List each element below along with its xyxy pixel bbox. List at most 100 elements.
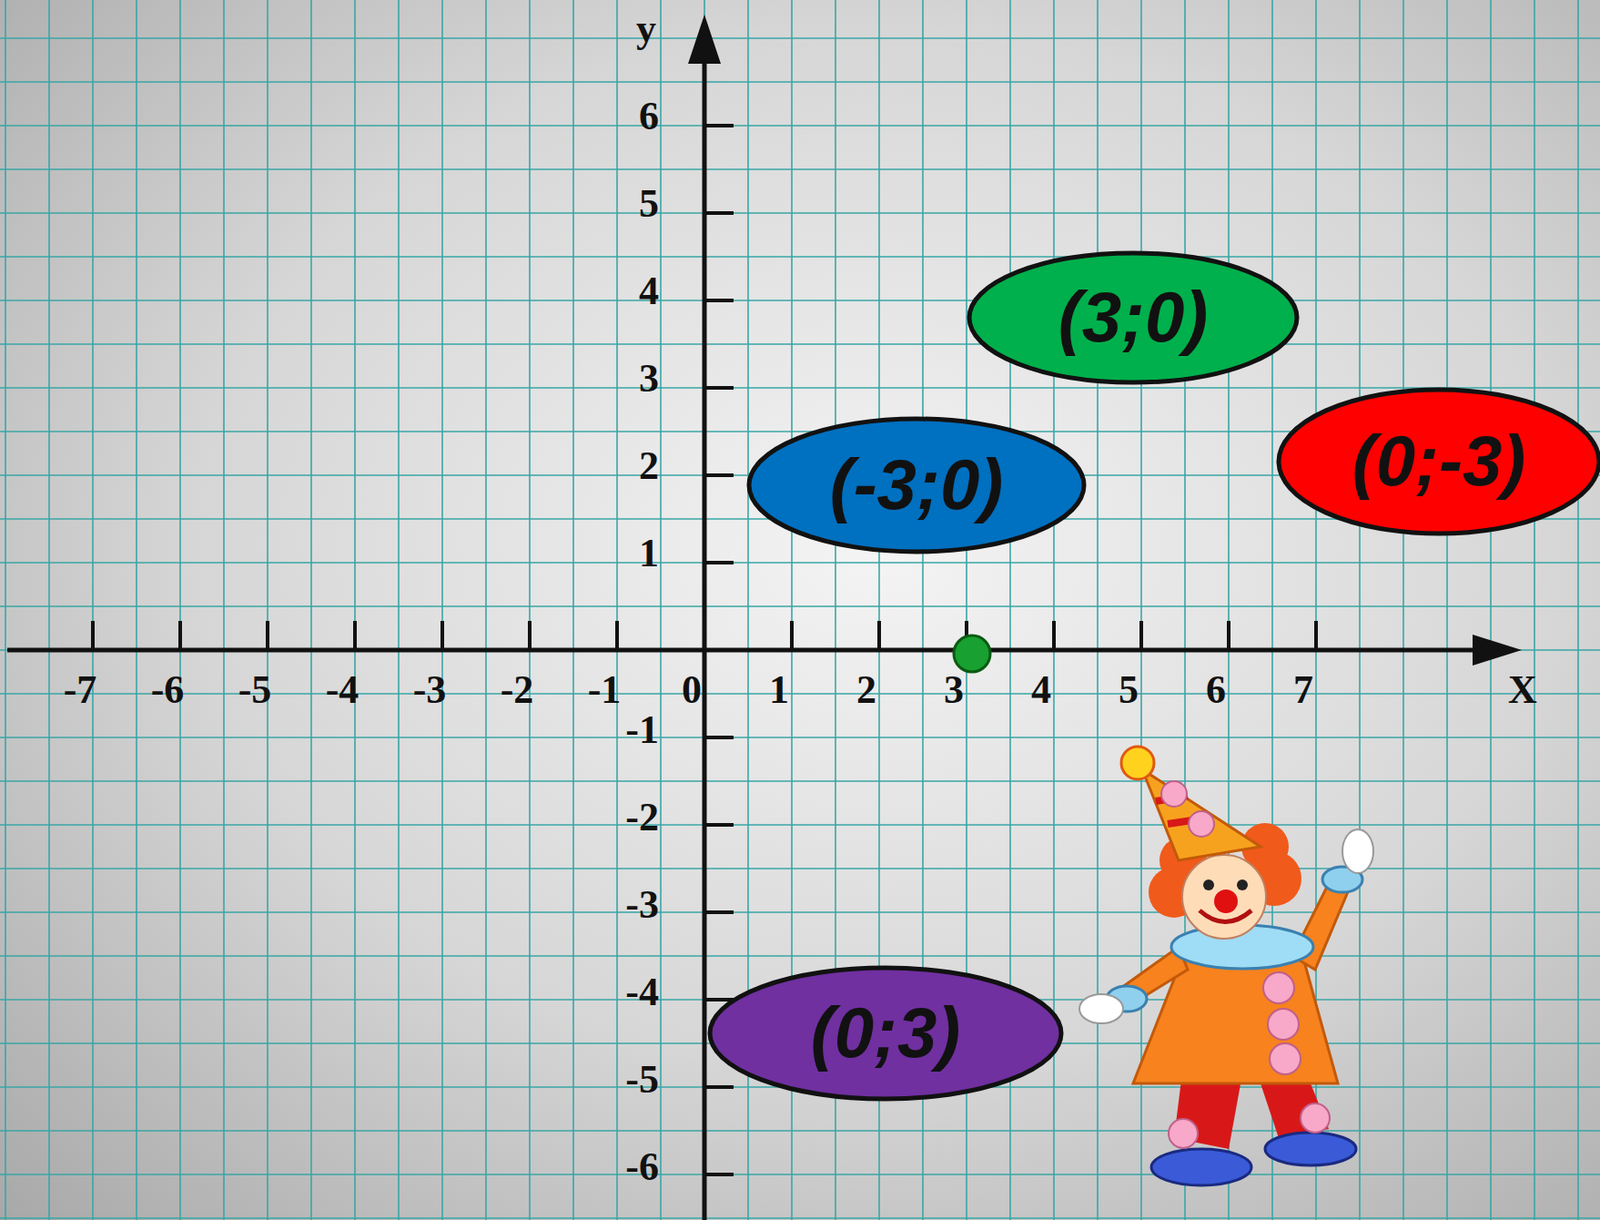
axis-number: 4 <box>638 271 659 312</box>
axis-arrowhead <box>688 14 721 64</box>
clown-part <box>1168 1118 1198 1148</box>
axis-line <box>7 648 1493 653</box>
axis-number: -4 <box>625 972 659 1013</box>
axis-tick <box>704 1084 734 1089</box>
clown-illustration <box>1079 746 1374 1185</box>
grid-line <box>1358 0 1361 1220</box>
axis-tick <box>527 620 532 650</box>
axis-number: -5 <box>625 1059 659 1100</box>
grid-line <box>1446 0 1449 1220</box>
clown-part <box>1142 769 1261 861</box>
coordinate-text: (-3;0) <box>830 445 1004 525</box>
axis-tick <box>704 473 734 477</box>
grid-line <box>0 1216 1600 1219</box>
grid-line <box>0 779 1600 782</box>
clown-part <box>1342 829 1374 873</box>
axis-number: 1 <box>769 669 790 710</box>
axis-number: -3 <box>625 884 659 925</box>
grid-line <box>1489 0 1492 1220</box>
axis-number: 5 <box>638 183 659 224</box>
axis-name: X <box>1508 669 1538 710</box>
coordinate-text: (0;3) <box>810 993 962 1073</box>
clown-part <box>1121 746 1155 780</box>
grid-line <box>310 0 313 1220</box>
grid-line <box>222 0 225 1220</box>
axis-number: 0 <box>681 669 702 710</box>
grid-line <box>659 0 662 1220</box>
axis-number: 2 <box>638 445 659 487</box>
axis-tick <box>789 620 794 650</box>
oval-outline <box>749 418 1084 552</box>
grid-line <box>1577 0 1580 1220</box>
clown-part <box>1236 879 1248 891</box>
oval-outline <box>1278 389 1600 534</box>
grid-line <box>0 299 1600 302</box>
grid-line <box>0 561 1600 564</box>
axis-tick <box>1226 620 1231 650</box>
grid-line <box>91 0 94 1220</box>
grid-line <box>0 648 1600 651</box>
point-oval: (0;3) <box>707 964 1064 1102</box>
axis-number: 1 <box>638 533 659 574</box>
axis-number: -1 <box>625 709 659 750</box>
grid-line <box>572 0 575 1220</box>
axis-number: -3 <box>413 669 447 710</box>
point-dot <box>953 635 991 672</box>
clown-part <box>1269 1043 1301 1074</box>
axis-tick <box>704 385 734 390</box>
axis-tick <box>1139 620 1144 650</box>
grid-line <box>179 0 182 1220</box>
axis-number: 3 <box>638 358 659 399</box>
axis-number: -2 <box>500 669 535 710</box>
grid-line <box>0 911 1600 913</box>
clown-part <box>1263 972 1295 1003</box>
grid-line <box>0 954 1600 957</box>
axis-number: -6 <box>625 1146 659 1187</box>
axis-tick <box>704 298 734 303</box>
axis-tick <box>1314 620 1318 650</box>
grid-line <box>0 343 1600 345</box>
clown-part <box>1265 1132 1357 1165</box>
grid-line <box>4 0 7 1220</box>
axis-tick <box>704 560 734 565</box>
axis-tick <box>704 123 734 128</box>
grid-line <box>0 386 1600 389</box>
grid-line <box>1533 0 1536 1220</box>
axis-tick <box>1052 620 1056 650</box>
clown-part <box>1079 993 1124 1023</box>
coordinate-text: (3;0) <box>1058 278 1209 357</box>
grid-line <box>0 736 1600 739</box>
axis-number: -2 <box>625 797 659 838</box>
axis-number: 7 <box>1293 669 1314 710</box>
axis-tick <box>704 910 734 914</box>
oval-outline <box>969 253 1297 383</box>
axis-number: -5 <box>238 669 273 710</box>
clown-part <box>1188 810 1215 837</box>
clown-part <box>1214 889 1238 913</box>
axis-number: -4 <box>325 669 360 710</box>
axis-tick <box>704 1172 734 1176</box>
grid-line <box>0 255 1600 258</box>
grid-line <box>616 0 618 1220</box>
axis-number: 2 <box>856 669 877 710</box>
axis-tick <box>704 211 734 215</box>
axis-tick <box>704 822 734 827</box>
axis-number: -7 <box>63 669 98 710</box>
grid-line <box>1140 0 1143 1220</box>
point-oval: (0;-3) <box>1275 386 1600 537</box>
grid-line <box>1402 0 1405 1220</box>
axis-tick <box>178 620 183 650</box>
grid-line <box>0 1129 1600 1132</box>
grid-line <box>0 81 1600 83</box>
axis-number: 6 <box>638 96 659 137</box>
axis-name: y <box>636 9 657 50</box>
grid-line <box>0 124 1600 127</box>
axis-number: -1 <box>587 669 622 710</box>
clown-part <box>1151 1148 1252 1185</box>
clown-part <box>1161 780 1187 807</box>
grid-line <box>354 0 356 1220</box>
point-oval: (3;0) <box>966 250 1300 385</box>
oval-outline <box>709 967 1062 1099</box>
grid-line <box>0 37 1600 40</box>
